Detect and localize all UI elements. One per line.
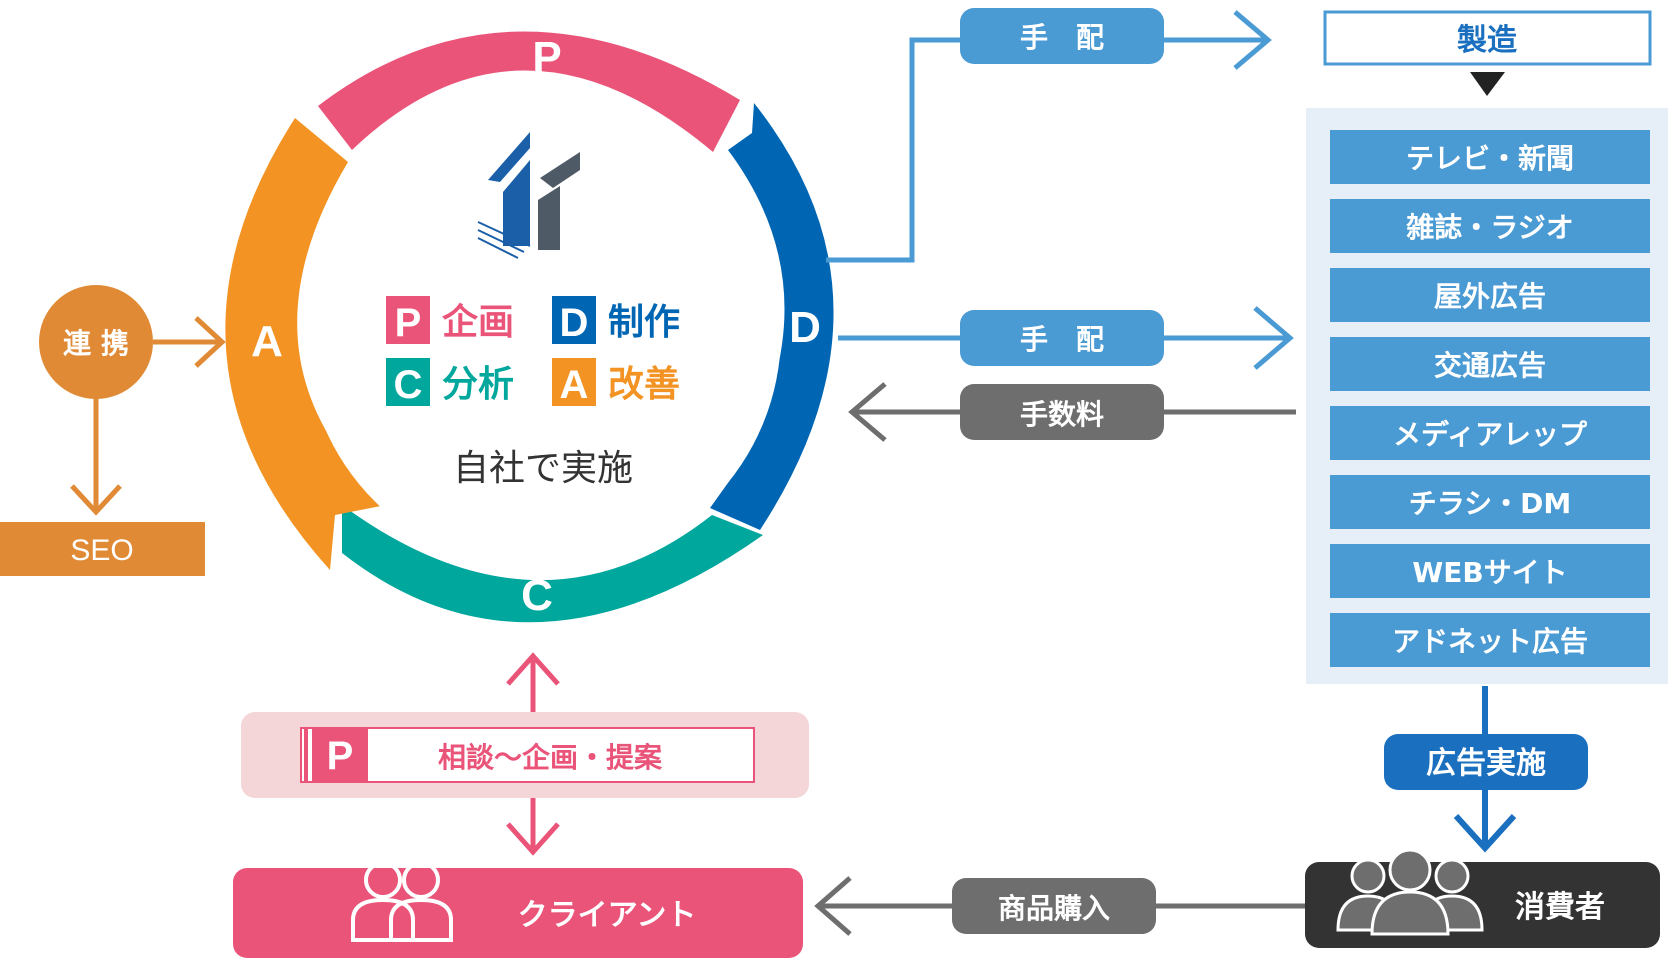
media-item	[1330, 130, 1650, 184]
media-item	[1330, 613, 1650, 667]
media-item-label: メディアレップ	[1393, 418, 1588, 451]
media-item-label: チラシ・DM	[1409, 487, 1572, 520]
client-up-arrow-icon	[506, 652, 560, 686]
tehai-mid-pill	[960, 310, 1164, 366]
client-group-icon	[351, 861, 453, 942]
link-label: 連 携	[63, 327, 129, 360]
d-arc	[710, 103, 834, 530]
middle-flow: 手 配 手数料	[838, 306, 1296, 442]
legend-p-badge	[386, 296, 430, 344]
client-label: クライアント	[518, 898, 697, 933]
fee-arrow-icon	[848, 382, 887, 442]
tesuuryou-label: 手数料	[1020, 398, 1104, 431]
koukoku-jisshi-pill	[1384, 734, 1588, 790]
koukoku-jisshi-label: 広告実施	[1426, 746, 1546, 781]
seizou-box	[1323, 10, 1652, 66]
center-caption: 自社で実施	[453, 448, 633, 489]
cycle-letter-d: D	[789, 303, 821, 352]
pdca-ring: P D C A	[225, 31, 834, 623]
company-logo-icon	[477, 132, 580, 259]
legend-a-text: 改善	[608, 364, 680, 405]
legend-c-text: 分析	[442, 364, 514, 405]
inner-disc	[305, 95, 781, 571]
pdca-legend: P 企画 D 制作 C 分析 A 改善 自社で実施	[386, 296, 680, 489]
legend-c-letter: C	[394, 363, 423, 407]
cycle-letter-p: P	[532, 33, 561, 82]
media-item-label: 交通広告	[1434, 349, 1546, 382]
planning-box	[300, 727, 755, 783]
seizou-down-triangle-icon	[1470, 72, 1505, 96]
consumer-flow: 広告実施 消費者	[1305, 686, 1660, 948]
top-arrow-icon	[1233, 10, 1272, 70]
c-arc	[342, 505, 763, 623]
legend-d-text: 制作	[608, 302, 680, 343]
tesuuryou-pill	[960, 384, 1164, 440]
media-item	[1330, 475, 1650, 529]
tehai-top-pill	[960, 8, 1164, 64]
tehai-top-label: 手 配	[1020, 21, 1104, 54]
top-flow: 手 配 製造	[826, 8, 1652, 263]
media-item-label: アドネット広告	[1392, 625, 1588, 658]
a-arc	[225, 118, 386, 570]
client-section: P 相談〜企画・提案 クライアント	[233, 652, 809, 958]
media-item-label: テレビ・新聞	[1406, 142, 1574, 175]
link-section: 連 携 SEO	[0, 285, 226, 576]
media-item-label: 屋外広告	[1434, 280, 1546, 313]
media-item	[1330, 199, 1650, 253]
seizou-label: 製造	[1457, 23, 1517, 58]
purchase-flow: 商品購入	[814, 876, 1305, 936]
tehai-mid-label: 手 配	[1020, 323, 1104, 356]
legend-p-text: 企画	[442, 301, 514, 343]
planning-p-badge	[312, 728, 368, 782]
link-circle	[39, 285, 153, 399]
consumer-group-icon	[1336, 848, 1484, 936]
cycle-letter-a: A	[251, 317, 283, 366]
legend-p-letter: P	[395, 301, 422, 345]
seo-arrow-icon	[70, 484, 122, 516]
legend-a-badge	[552, 358, 596, 406]
consumer-down-arrow-icon	[1453, 813, 1517, 853]
purchase-arrow-icon	[814, 876, 852, 936]
legend-c-badge	[386, 358, 430, 406]
shouhin-kounyuu-pill	[952, 878, 1156, 934]
legend-a-letter: A	[560, 363, 589, 407]
media-item	[1330, 268, 1650, 322]
media-item-label: WEBサイト	[1412, 556, 1567, 589]
shouhin-kounyuu-label: 商品購入	[998, 892, 1110, 925]
media-item-label: 雑誌・ラジオ	[1405, 211, 1573, 244]
planning-text: 相談〜企画・提案	[438, 741, 663, 774]
link-arrow-icon	[194, 316, 226, 368]
client-box	[233, 868, 803, 958]
legend-d-letter: D	[560, 301, 589, 345]
client-down-arrow-icon	[506, 822, 560, 856]
consumer-label: 消費者	[1515, 890, 1605, 925]
media-item	[1330, 337, 1650, 391]
cycle-letter-c: C	[521, 571, 553, 620]
media-item	[1330, 406, 1650, 460]
media-item	[1330, 544, 1650, 598]
seo-box	[0, 522, 205, 576]
mid-arrow-icon	[1253, 306, 1294, 370]
p-arc	[318, 31, 740, 152]
seo-label: SEO	[70, 534, 133, 567]
legend-d-badge	[552, 296, 596, 344]
planning-p-letter: P	[327, 734, 354, 778]
